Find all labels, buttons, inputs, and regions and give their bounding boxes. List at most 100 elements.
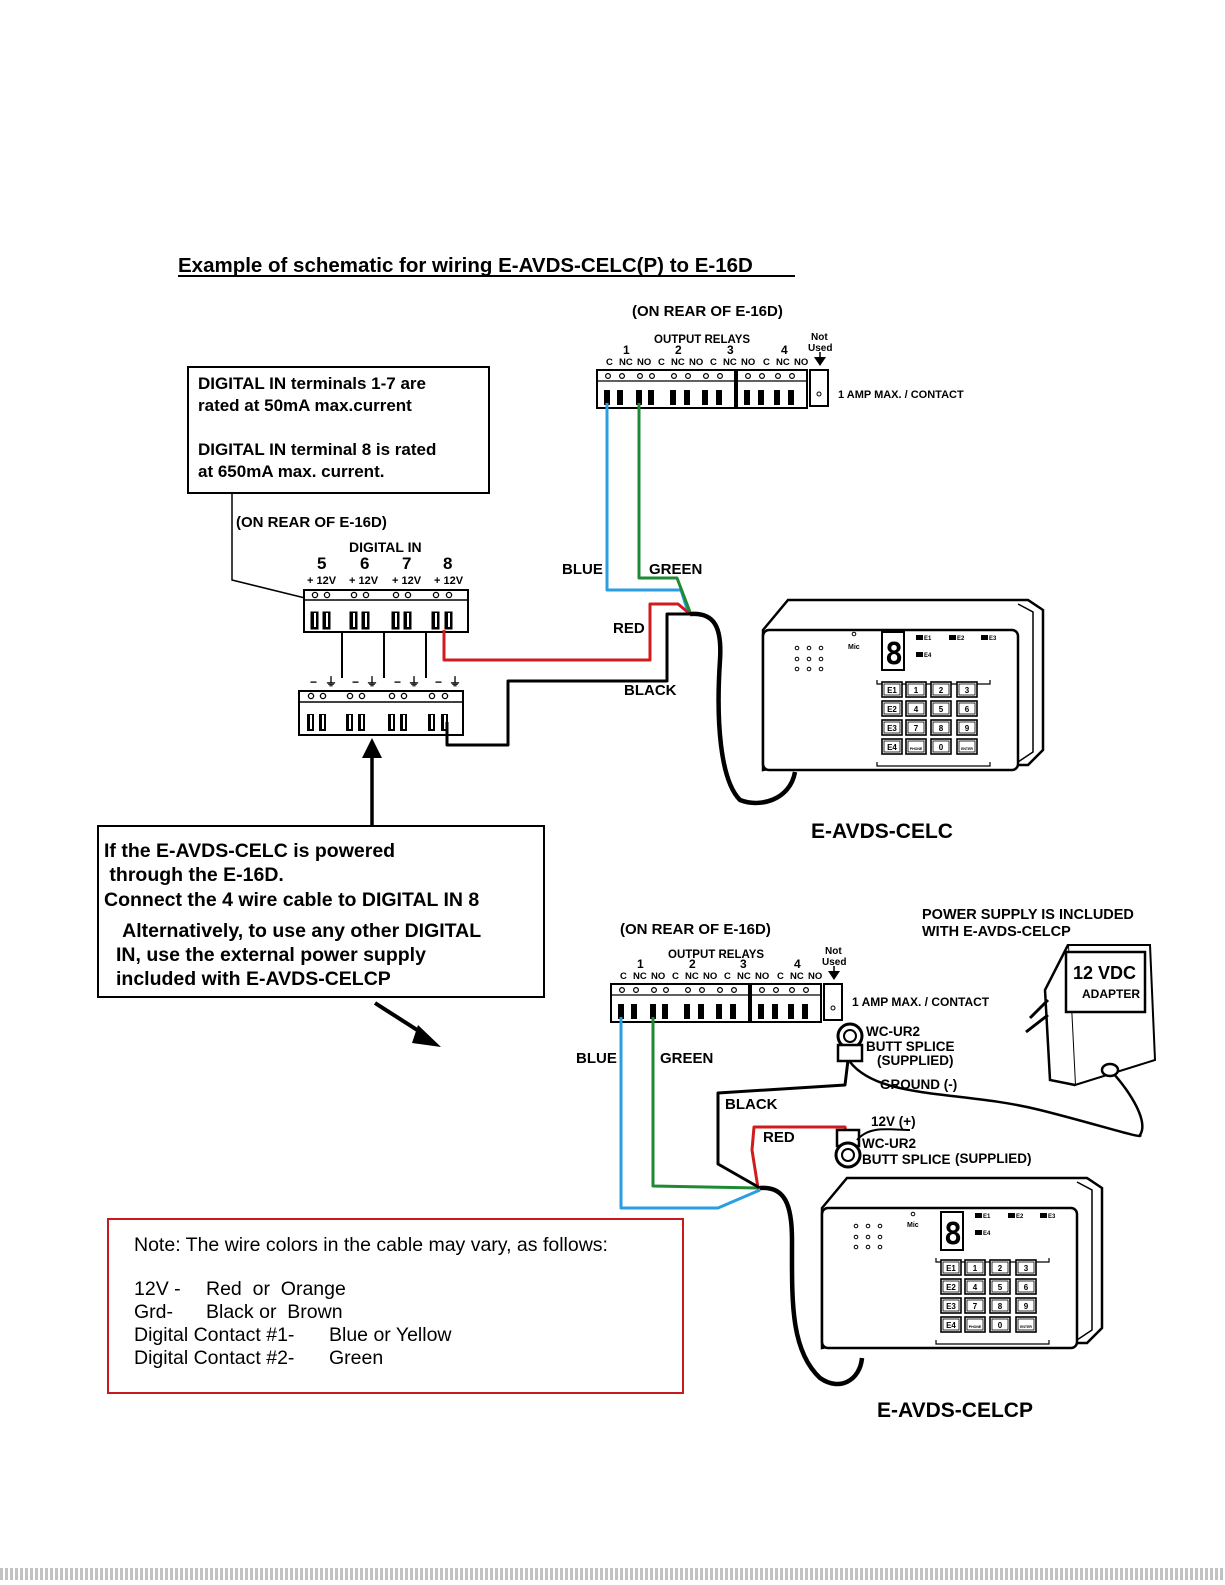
keypad-key-label: 1 [973,1264,978,1273]
psu-included-line-1: POWER SUPPLY IS INCLUDED [922,907,1134,923]
note-row-3-name: Digital Contact #1- [134,1324,294,1346]
lower-sign-8: ⏚ [449,675,461,689]
wire-psu-12v-line [856,1128,911,1141]
pointer-arrow-down-head [412,1025,441,1047]
contact-c-4-top: C [763,357,770,368]
wire-label-blue-top: BLUE [562,561,603,578]
ratings-line-3: DIGITAL IN terminal 8 is rated [198,440,436,459]
digital-in-numbers: 5 6 7 8 [317,554,452,573]
relay-number-2-top: 2 [675,343,682,357]
digital-in-lower-block [298,690,464,736]
contact-c-1-top: C [606,357,613,368]
relay-number-2-bottom: 2 [689,957,696,971]
keypad-key-label: E4 [946,1321,956,1330]
keypad-key: 7 [905,719,927,736]
keypad-key: 9 [1015,1297,1037,1314]
keypad-key: E1 [940,1259,962,1276]
power-adapter-icon [1025,944,1157,1087]
note-heading: Note: The wire colors in the cable may v… [134,1234,608,1256]
keypad-key: E2 [881,700,903,717]
relays-rear-label-top: (ON REAR OF E-16D) [632,303,783,320]
page-title: Example of schematic for wiring E-AVDS-C… [178,254,753,277]
wire-psu-ground [849,1061,1144,1138]
relays-label-bottom: OUTPUT RELAYS [668,949,764,961]
contact-nc-4-bottom: NC [790,971,804,982]
contact-no-2-top: NO [689,357,703,368]
keypad-key: 8 [930,719,952,736]
relays-label-top: OUTPUT RELAYS [654,334,750,346]
device-label-celc: E-AVDS-CELC [811,820,953,843]
contact-no-3-bottom: NO [755,971,769,982]
svg-text:8: 8 [944,1217,962,1252]
digital-in-lower-signs: − ⏚ − ⏚ − ⏚ − ⏚ [310,675,461,689]
contact-c-3-top: C [710,357,717,368]
relays-rear-label-bottom: (ON REAR OF E-16D) [620,921,771,938]
relay-rating-bottom: 1 AMP MAX. / CONTACT [852,995,990,1009]
wire-black-bottom [716,1059,850,1190]
contact-nc-4-top: NC [776,357,790,368]
contact-nc-1-bottom: NC [633,971,647,982]
keypad-key: E3 [940,1297,962,1314]
keypad-key: 3 [1015,1259,1037,1276]
ratings-box [187,366,490,494]
contact-no-4-bottom: NO [808,971,822,982]
relay-number-3-bottom: 3 [740,957,747,971]
keypad-key: 3 [956,681,978,698]
splice-upper-type: BUTT SPLICE [866,1039,955,1054]
keypad-key-label: 9 [965,724,970,733]
lower-sign-4: ⏚ [366,675,378,689]
not-used-label-top-1: Not [811,332,828,343]
wire-blue-top [605,403,690,613]
keypad-key-label: 0 [998,1321,1003,1330]
keypad-key-label: 9 [1024,1302,1029,1311]
power-box [97,825,545,998]
keypad-key-label: 8 [998,1302,1003,1311]
contact-nc-3-bottom: NC [737,971,751,982]
mic-label-celcp: Mic [907,1222,919,1229]
digital-in-rear-label: (ON REAR OF E-16D) [236,514,387,531]
contact-labels-bottom: C NC NO C NC NO C NC NO C NC NO [620,971,822,982]
keypad-key: 4 [964,1278,986,1295]
bottom-wires [619,1017,1144,1387]
wire-label-green-top: GREEN [649,561,702,578]
keypad-key-label: 3 [1024,1264,1029,1273]
contact-nc-2-top: NC [671,357,685,368]
not-used-label-bottom-2: Used [822,957,846,968]
keypad-key-label: E1 [887,686,897,695]
splice-lower-supplied: (SUPPLIED) [955,1151,1032,1166]
wire-label-red-bottom: RED [763,1129,795,1146]
splice-upper-name: WC-UR2 [866,1024,920,1039]
keypad-key: PHONE [964,1316,986,1333]
contact-c-4-bottom: C [777,971,784,982]
cable-top [689,611,798,806]
wire-label-blue-bottom: BLUE [576,1050,617,1067]
keypad-key-label: 1 [914,686,919,695]
not-used-label-bottom-1: Not [825,946,842,957]
mic-label-celc: Mic [848,644,860,651]
keypad-key-label: E4 [887,743,897,752]
note-row-2-name: Grd- [134,1301,173,1323]
lower-sign-6: ⏚ [408,675,420,689]
contact-no-3-top: NO [741,357,755,368]
note-row-1-name: 12V - [134,1278,181,1300]
relay-number-1-bottom: 1 [637,957,644,971]
psu-adapter: ADAPTER [1082,987,1140,1001]
contact-no-4-top: NO [794,357,808,368]
contact-c-3-bottom: C [724,971,731,982]
seven-seg-display-celc [881,631,905,671]
keypad-key-label: ENTER [961,747,973,751]
keypad-key-label: 3 [965,686,970,695]
keypad-key: 1 [905,681,927,698]
lower-sign-2: ⏚ [325,675,337,689]
not-used-arrow-top [814,357,826,366]
power-line-1: If the E-AVDS-CELC is powered [104,840,395,862]
power-line-2: through the E-16D. [104,864,284,886]
keypad-key-label: 7 [914,724,919,733]
output-relays-block-bottom [610,983,843,1023]
keypad-key-label: E3 [946,1302,956,1311]
digital-in-voltage-labels: + 12V + 12V + 12V + 12V [307,575,464,587]
psu-included-line-2: WITH E-AVDS-CELCP [922,924,1071,940]
seven-seg-display-celcp [940,1211,964,1251]
